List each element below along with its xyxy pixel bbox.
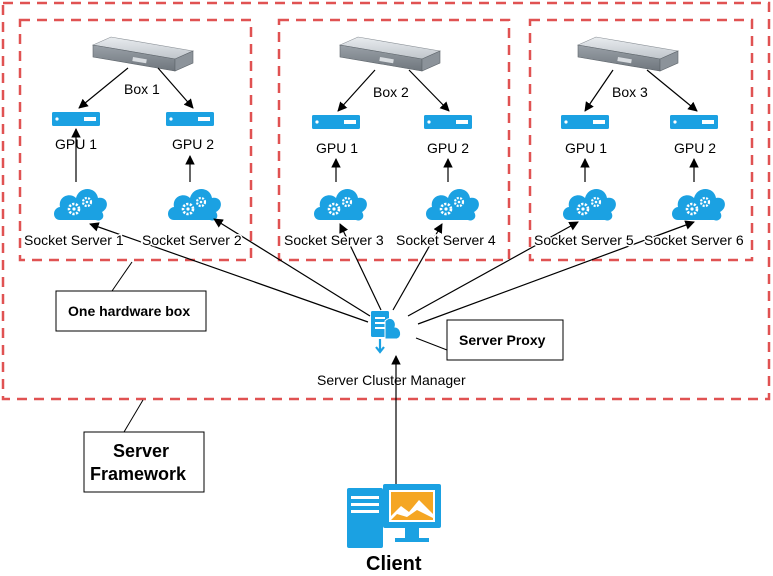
box-2-label: Box 2 [373, 84, 409, 100]
socket-to-gpu-arrows [71, 128, 699, 182]
client-label: Client [366, 553, 422, 575]
client-workstation-icon [347, 484, 441, 548]
socket-server-icons [54, 189, 725, 221]
box-3-label: Box 3 [612, 84, 648, 100]
gpu-card-icon [312, 115, 360, 129]
box-1-label: Box 1 [124, 81, 160, 97]
gpu-card-icon [424, 115, 472, 129]
socket-server-label: Socket Server 1 [24, 232, 124, 248]
hardware-callout-pointer [111, 261, 133, 292]
server-rack-icon [91, 36, 195, 72]
socket-server-label: Socket Server 5 [534, 232, 634, 248]
cloud-gear-icon [168, 189, 221, 221]
cloud-gear-icon [426, 189, 479, 221]
cloud-gear-icon [672, 189, 725, 221]
cloud-gear-icon [563, 189, 616, 221]
server-rack-icon [576, 36, 680, 72]
socket-server-label: Socket Server 2 [142, 232, 242, 248]
hardware-callout-box [55, 290, 207, 332]
proxy-callout-box [446, 319, 564, 361]
framework-callout-pointer [123, 399, 144, 433]
proxy-callout-text: Server Proxy [459, 332, 546, 348]
framework-callout-line-1: Server [113, 441, 169, 461]
proxy-callout-pointer [415, 337, 448, 351]
framework-region [1, 1, 771, 401]
hardware-box-3-region [528, 18, 754, 262]
hardware-box-2-region [277, 18, 511, 262]
gpu-card-icon [561, 115, 609, 129]
gpu-label: GPU 2 [427, 140, 469, 156]
cloud-gear-icon [314, 189, 367, 221]
cluster-manager-icon [371, 311, 402, 354]
manager-label: Server Cluster Manager [317, 372, 466, 388]
socket-server-label: Socket Server 3 [284, 232, 384, 248]
socket-server-label: Socket Server 4 [396, 232, 496, 248]
cloud-gear-icon [54, 189, 107, 221]
socket-server-label: Socket Server 6 [644, 232, 744, 248]
gpu-card-icon [166, 112, 214, 126]
gpu-label: GPU 1 [565, 140, 607, 156]
socket-server-labels: Socket Server 1 Socket Server 2 Socket S… [23, 231, 746, 250]
manager-to-socket-arrows [89, 218, 695, 325]
framework-callout-line-2: Framework [90, 464, 187, 484]
hardware-box-1-region [18, 18, 253, 262]
rack-to-gpu-arrows [78, 67, 698, 112]
hardware-callout-text: One hardware box [68, 303, 190, 319]
gpu-label: GPU 1 [316, 140, 358, 156]
gpu-card-icons [52, 112, 718, 129]
gpu-label: GPU 2 [172, 136, 214, 152]
gpu-card-icon [670, 115, 718, 129]
server-rack-icon [338, 36, 442, 72]
gpu-label: GPU 2 [674, 140, 716, 156]
gpu-card-icon [52, 112, 100, 126]
framework-callout-box [83, 431, 205, 493]
